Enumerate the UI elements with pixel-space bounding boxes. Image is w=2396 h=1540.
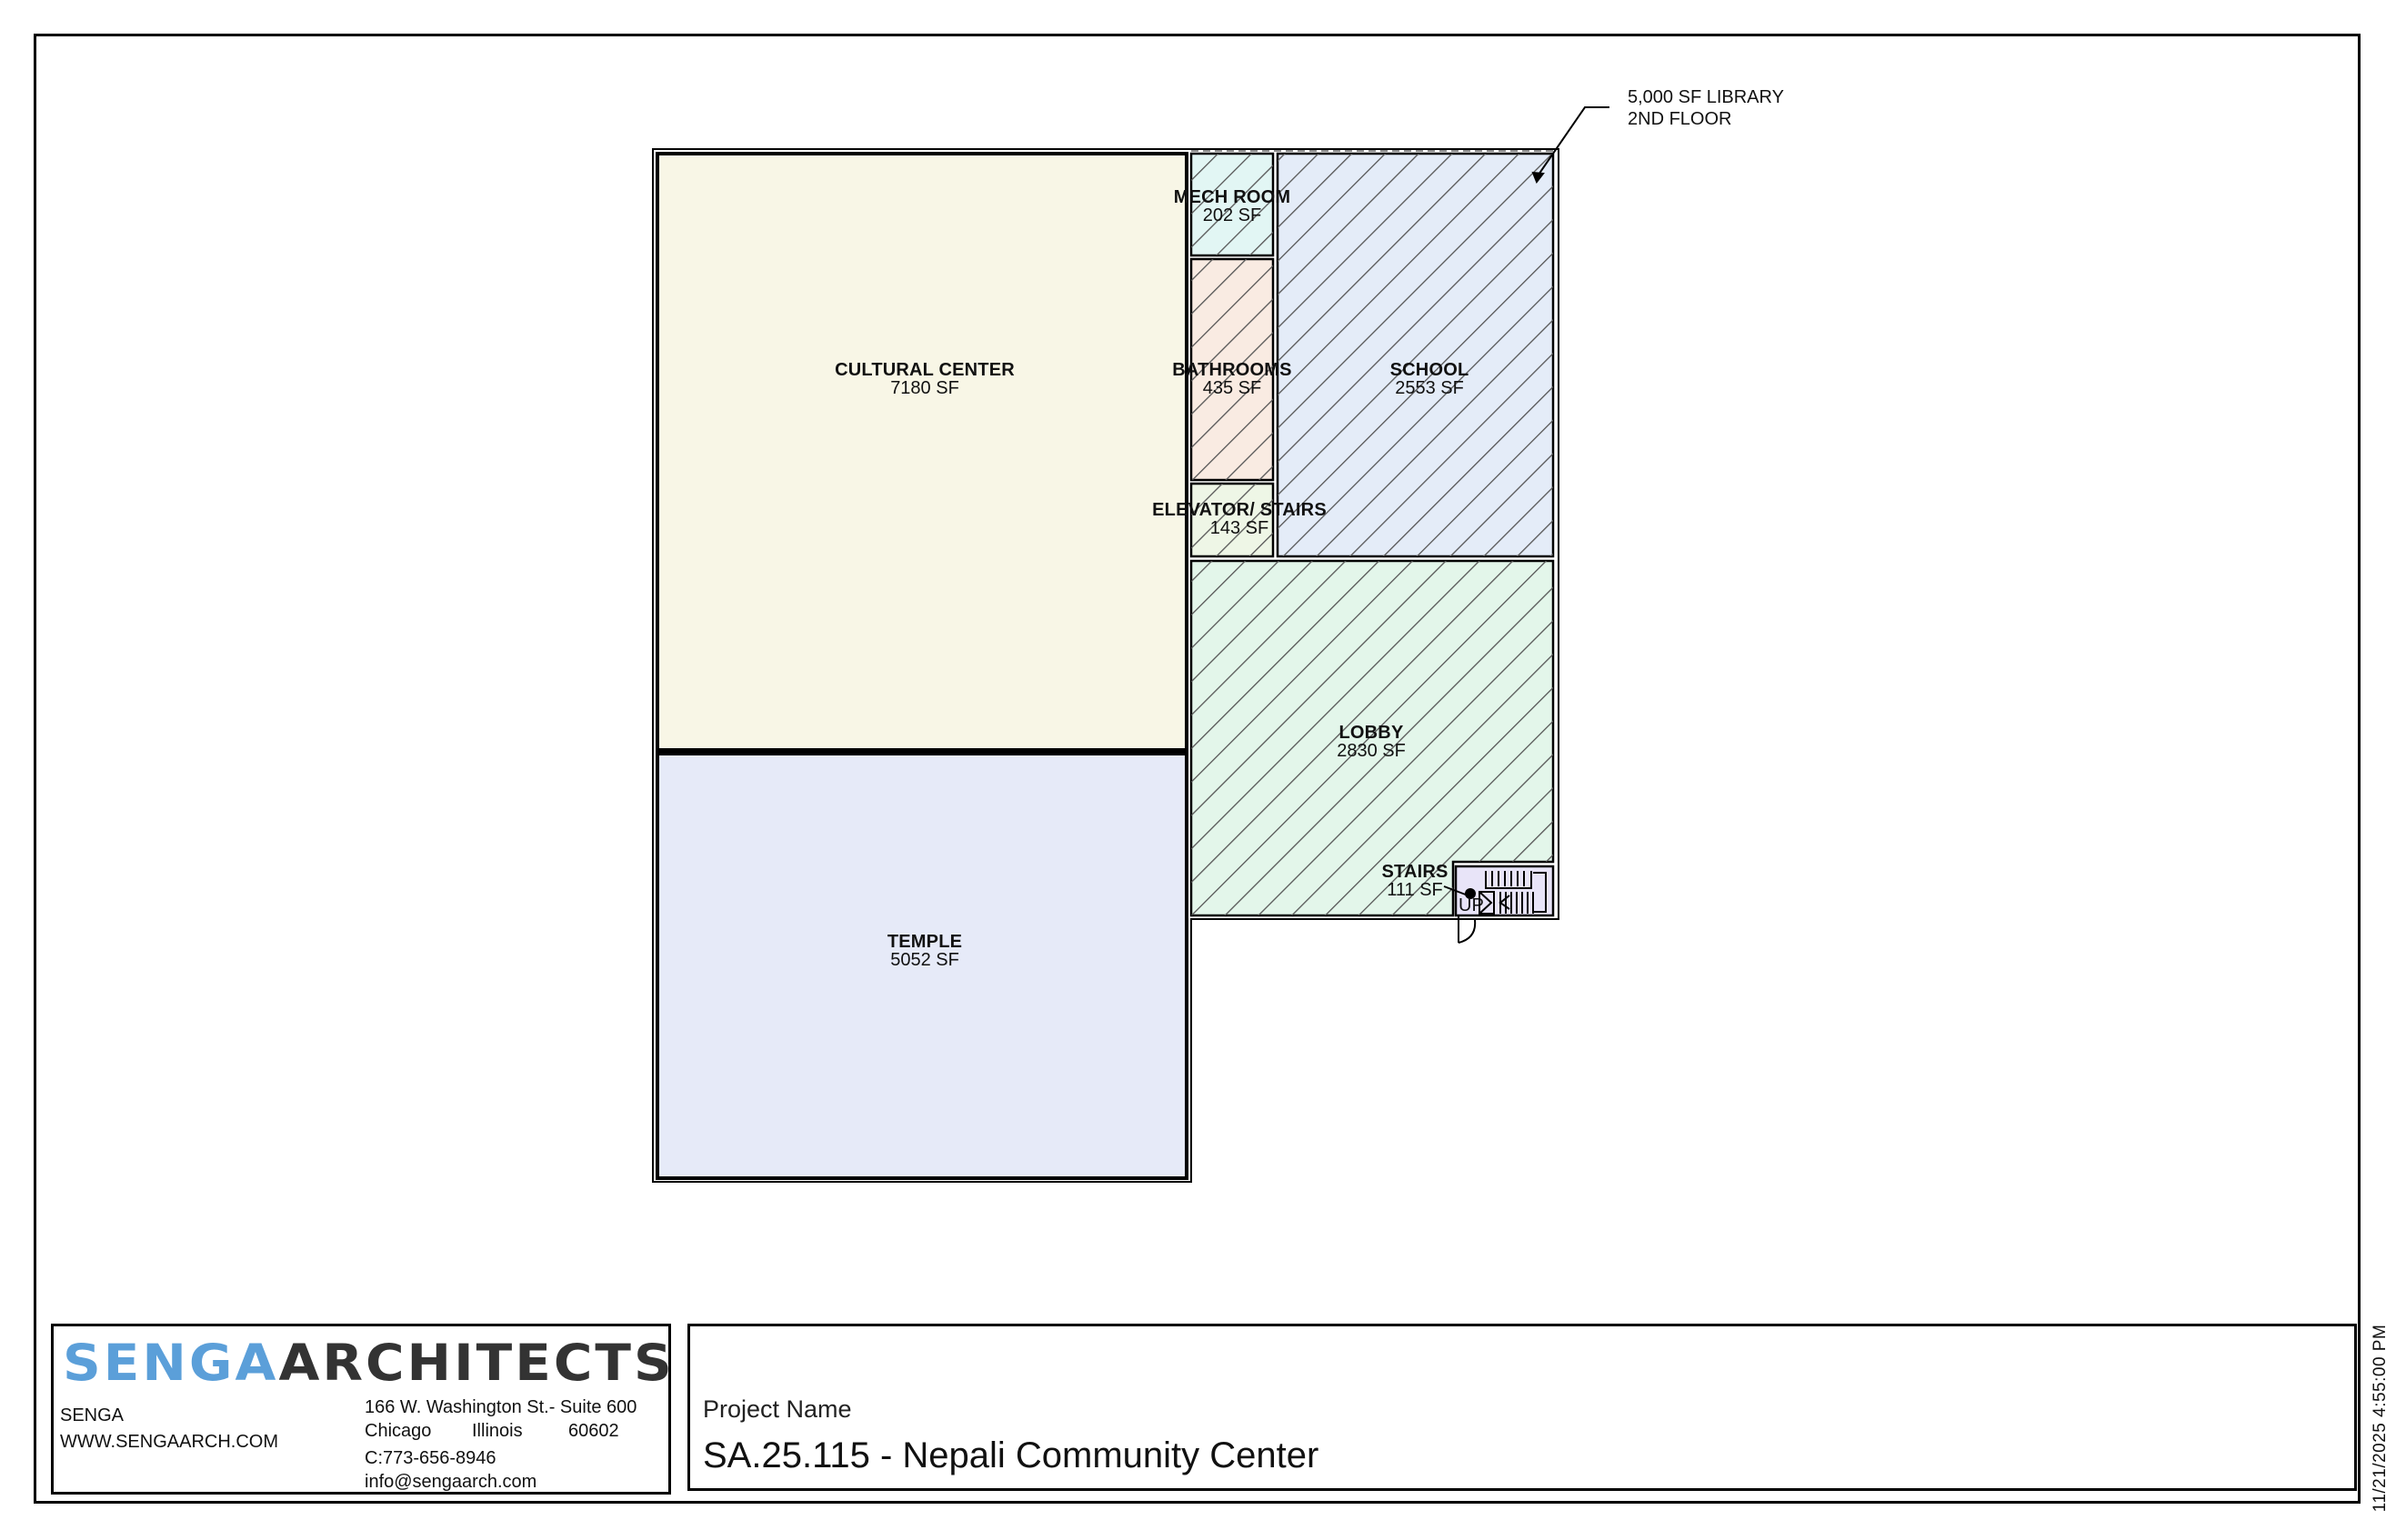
address-city: Chicago <box>365 1421 432 1441</box>
address-state: Illinois <box>472 1421 523 1441</box>
room-area: 7180 SF <box>890 378 959 398</box>
address-zip: 60602 <box>568 1421 619 1441</box>
room-name: SCHOOL <box>1389 360 1469 380</box>
label-mech-room: MECH ROOM 202 SF <box>1174 188 1290 225</box>
building-outline <box>652 148 1559 1183</box>
label-elevator-stairs: ELEVATOR/ STAIRS 143 SF <box>1152 501 1327 537</box>
room-mech-room[interactable] <box>1189 152 1275 257</box>
room-name: ELEVATOR/ STAIRS <box>1152 500 1327 520</box>
project-name-label: Project Name <box>703 1395 852 1423</box>
project-title: SA.25.115 - Nepali Community Center <box>703 1435 1319 1475</box>
room-area: 111 SF <box>1387 880 1443 900</box>
room-stairs[interactable] <box>1443 865 1555 917</box>
stair-treads <box>1479 871 1547 915</box>
firm-logo: SENGAARCHITECTS <box>63 1334 675 1393</box>
sheet-border <box>34 34 2361 1504</box>
room-area: 435 SF <box>1202 378 1262 398</box>
stair-up-label: UP <box>1459 895 1484 915</box>
room-name: STAIRS <box>1381 862 1449 882</box>
room-area: 5052 SF <box>890 950 959 970</box>
room-temple[interactable] <box>656 752 1188 1180</box>
firm-phone: C:773-656-8946 <box>365 1448 496 1468</box>
label-cultural-center: CULTURAL CENTER 7180 SF <box>835 361 1015 397</box>
logo-senga: SENGA <box>63 1333 279 1393</box>
firm-info-box: SENGAARCHITECTS SENGA WWW.SENGAARCH.COM … <box>51 1324 672 1495</box>
firm-name: SENGA <box>60 1405 125 1425</box>
address-line-1: 166 W. Washington St.- Suite 600 <box>365 1397 637 1417</box>
room-bathrooms[interactable] <box>1189 257 1275 482</box>
plot-timestamp: 11/21/2025 4:55:00 PM <box>2371 1324 2390 1513</box>
label-school: SCHOOL 2553 SF <box>1390 361 1469 397</box>
logo-architects: ARCHITECTS <box>278 1333 675 1393</box>
firm-address: 166 W. Washington St.- Suite 600 Chicago… <box>365 1395 637 1494</box>
room-name: TEMPLE <box>887 932 963 952</box>
room-name: LOBBY <box>1338 723 1404 743</box>
label-lobby: LOBBY 2830 SF <box>1337 724 1406 760</box>
label-bathrooms: BATHROOMS 435 SF <box>1172 361 1291 397</box>
address-line-2: Chicago Illinois 60602 <box>365 1419 637 1443</box>
room-area: 2553 SF <box>1395 378 1464 398</box>
room-lobby[interactable] <box>1189 559 1555 917</box>
firm-details: SENGA WWW.SENGAARCH.COM <box>60 1403 278 1455</box>
room-name: CULTURAL CENTER <box>835 360 1015 380</box>
firm-email[interactable]: info@sengaarch.com <box>365 1472 537 1492</box>
callout-line-2: 2ND FLOOR <box>1628 109 1732 129</box>
firm-website[interactable]: WWW.SENGAARCH.COM <box>60 1432 278 1452</box>
room-area: 202 SF <box>1202 205 1262 225</box>
room-school[interactable] <box>1276 152 1555 558</box>
label-stairs: STAIRS 111 SF <box>1381 863 1448 899</box>
room-area: 143 SF <box>1209 518 1269 538</box>
room-cultural-center[interactable] <box>656 152 1188 752</box>
label-temple: TEMPLE 5052 SF <box>887 933 962 969</box>
room-elevator-stairs[interactable] <box>1189 482 1275 558</box>
library-callout: 5,000 SF LIBRARY 2ND FLOOR <box>1628 86 1784 130</box>
room-name: BATHROOMS <box>1172 360 1292 380</box>
room-area: 2830 SF <box>1337 741 1406 761</box>
project-info-box: Project Name SA.25.115 - Nepali Communit… <box>687 1324 2357 1491</box>
door-swing <box>1458 915 1477 944</box>
callout-leader <box>1531 106 1609 184</box>
callout-line-1: 5,000 SF LIBRARY <box>1628 87 1784 107</box>
room-name: MECH ROOM <box>1173 187 1291 207</box>
